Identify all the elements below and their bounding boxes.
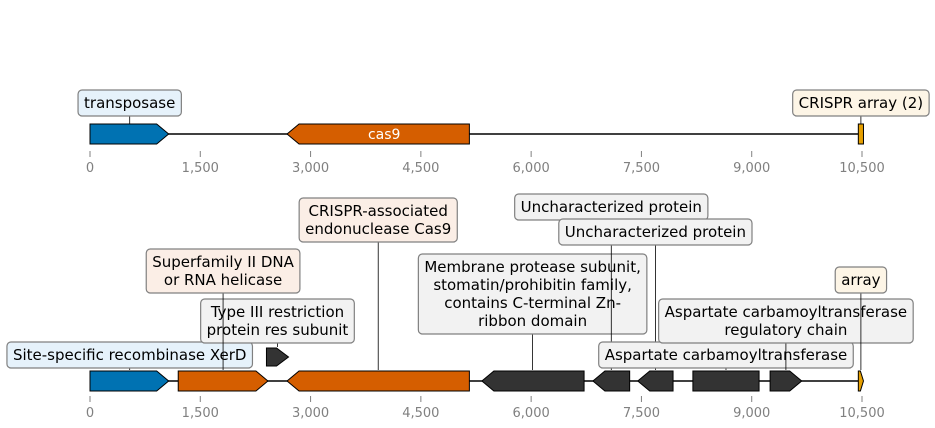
transposase-feature: [89, 123, 170, 145]
callout-xerd-box: [6, 341, 254, 369]
top-axis-tick-label: 10,500: [839, 161, 885, 176]
callout-type-iii-text: protein res subunit: [207, 321, 349, 339]
callout-membrane-protease-text: contains C-terminal Zn-: [444, 294, 621, 312]
callout-transposase-text: transposase: [84, 94, 175, 112]
xerd-feature: [89, 370, 170, 392]
callout-helicase-box: [145, 248, 301, 294]
bottom-axis-tick-label: 0: [86, 406, 94, 421]
aspartate-regulatory-feature: [769, 370, 803, 392]
callout-xerd-text: Site-specific recombinase XerD: [13, 346, 247, 364]
callout-aspartate-regulatory-box: [658, 298, 914, 344]
callout-aspartate-regulatory-text: Aspartate carbamoyltransferase: [665, 303, 908, 321]
restriction-feature: [265, 347, 290, 367]
aspartate-carbamoyltransferase-feature: [692, 370, 760, 392]
callout-uncharacterized-1-text: Uncharacterized protein: [521, 198, 702, 216]
callout-array-box: [834, 266, 888, 294]
crispr-array-feature: [857, 123, 864, 145]
top-axis-tick-label: 0: [86, 161, 94, 176]
track-top: 0 1,500 3,000 4,500 6,000 7,500 9,000 10,500 cas…: [77, 89, 930, 176]
top-axis-tick-label: 4,500: [402, 161, 439, 176]
callout-type-iii-box: [200, 298, 355, 344]
top-axis-tick-label: 7,500: [623, 161, 660, 176]
callout-array-text: array: [841, 271, 880, 289]
callout-membrane-protease-text: ribbon domain: [478, 312, 587, 330]
callout-uncharacterized-2-box: [558, 218, 753, 246]
bottom-axis-tick-label: 1,500: [182, 406, 219, 421]
callout-crispr-array-2-box: [792, 89, 930, 117]
bottom-axis-tick-label: 7,500: [623, 406, 660, 421]
bottom-axis-tick-label: 9,000: [733, 406, 770, 421]
uncharacterized-2-feature: [636, 370, 674, 392]
callout-cas9-endonuclease-box: [298, 197, 458, 243]
bottom-axis-tick-label: 4,500: [402, 406, 439, 421]
callout-membrane-protease-box: [417, 253, 648, 335]
uncharacterized-1-feature: [592, 370, 631, 392]
callout-uncharacterized-2-text: Uncharacterized protein: [565, 223, 746, 241]
callout-cas9-endonuclease-text: CRISPR-associated: [309, 202, 448, 220]
callout-helicase-text: or RNA helicase: [164, 271, 282, 289]
track-bottom: 0 1,500 3,000 4,500 6,000 7,500 9,000 10,500 Sit…: [6, 193, 914, 421]
callout-aspartate-regulatory-text: regulatory chain: [724, 321, 847, 339]
callout-crispr-array-2-text: CRISPR array (2): [799, 94, 923, 112]
membrane-protease-feature: [481, 370, 585, 392]
callout-aspartate-text: Aspartate carbamoyltransferase: [605, 346, 848, 364]
callout-transposase-box: [77, 89, 182, 117]
cas9-feature-label: cas9: [368, 127, 400, 143]
cas9-feature: [286, 123, 470, 145]
top-axis-tick-label: 3,000: [292, 161, 329, 176]
bottom-axis-tick-label: 6,000: [513, 406, 550, 421]
bottom-axis-tick-label: 10,500: [839, 406, 885, 421]
callout-membrane-protease-text: stomatin/prohibitin family,: [433, 276, 632, 294]
top-axis-tick-label: 1,500: [182, 161, 219, 176]
bottom-axis-tick-label: 3,000: [292, 406, 329, 421]
callout-helicase-text: Superfamily II DNA: [152, 253, 294, 271]
callout-type-iii-text: Type III restriction: [210, 303, 344, 321]
top-axis-tick-label: 9,000: [733, 161, 770, 176]
callout-membrane-protease-text: Membrane protease subunit,: [424, 258, 641, 276]
callout-cas9-endonuclease-text: endonuclease Cas9: [305, 220, 451, 238]
top-axis-tick-label: 6,000: [513, 161, 550, 176]
cas9-feature: [286, 370, 470, 392]
helicase-feature: [177, 370, 269, 392]
array-feature: [857, 370, 864, 392]
